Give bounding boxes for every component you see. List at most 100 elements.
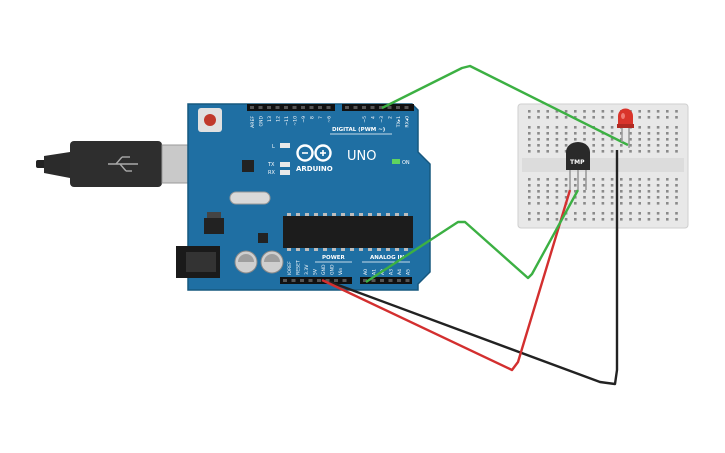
breadboard-hole[interactable] (656, 178, 660, 181)
breadboard-hole[interactable] (574, 178, 577, 181)
breadboard-hole[interactable] (666, 202, 669, 205)
breadboard-hole[interactable] (583, 184, 586, 187)
breadboard-hole[interactable] (601, 184, 605, 187)
breadboard-hole[interactable] (656, 132, 660, 135)
breadboard-hole[interactable] (620, 202, 623, 205)
header-hole[interactable] (342, 279, 347, 282)
breadboard-hole[interactable] (592, 178, 595, 181)
breadboard-hole[interactable] (537, 218, 540, 221)
breadboard-hole[interactable] (656, 184, 660, 187)
breadboard-hole[interactable] (656, 110, 660, 113)
wire-analog-signal[interactable] (365, 189, 580, 284)
breadboard-hole[interactable] (564, 184, 568, 187)
breadboard-hole[interactable] (629, 178, 632, 181)
breadboard-hole[interactable] (601, 190, 605, 193)
header-hole[interactable] (318, 106, 322, 109)
red-led[interactable] (617, 108, 634, 149)
breadboard-hole[interactable] (629, 218, 632, 221)
breadboard-hole[interactable] (638, 218, 641, 221)
breadboard-hole[interactable] (666, 212, 669, 215)
breadboard-hole[interactable] (601, 116, 605, 119)
breadboard-hole[interactable] (638, 184, 641, 187)
breadboard-hole[interactable] (638, 178, 641, 181)
digital-header[interactable] (247, 104, 414, 111)
header-hole[interactable] (309, 106, 314, 109)
header-hole[interactable] (301, 106, 305, 109)
header-hole[interactable] (292, 106, 297, 109)
breadboard-hole[interactable] (675, 196, 678, 199)
breadboard-hole[interactable] (638, 132, 641, 135)
breadboard-hole[interactable] (656, 196, 660, 199)
breadboard-hole[interactable] (638, 190, 641, 193)
breadboard-hole[interactable] (537, 126, 540, 129)
breadboard-hole[interactable] (656, 116, 660, 119)
breadboard-hole[interactable] (656, 190, 660, 193)
breadboard-hole[interactable] (592, 138, 595, 141)
breadboard-hole[interactable] (601, 218, 605, 221)
breadboard-hole[interactable] (629, 132, 632, 135)
breadboard-hole[interactable] (629, 150, 632, 153)
breadboard-hole[interactable] (610, 110, 614, 113)
breadboard-hole[interactable] (583, 110, 586, 113)
breadboard-hole[interactable] (555, 196, 559, 199)
header-hole[interactable] (396, 106, 400, 109)
breadboard-hole[interactable] (666, 218, 669, 221)
breadboard-hole[interactable] (620, 190, 623, 193)
breadboard-hole[interactable] (537, 150, 540, 153)
breadboard-hole[interactable] (610, 144, 614, 147)
breadboard-hole[interactable] (528, 126, 531, 129)
breadboard-hole[interactable] (675, 150, 678, 153)
breadboard-hole[interactable] (528, 138, 531, 141)
breadboard-hole[interactable] (601, 212, 605, 215)
breadboard-hole[interactable] (528, 144, 531, 147)
header-hole[interactable] (291, 279, 296, 282)
breadboard-hole[interactable] (666, 110, 669, 113)
breadboard-hole[interactable] (528, 196, 531, 199)
header-hole[interactable] (363, 279, 367, 282)
breadboard-hole[interactable] (555, 178, 559, 181)
breadboard-hole[interactable] (555, 138, 559, 141)
breadboard-hole[interactable] (610, 218, 614, 221)
breadboard-hole[interactable] (601, 150, 605, 153)
breadboard-hole[interactable] (546, 138, 549, 141)
breadboard-hole[interactable] (666, 190, 669, 193)
breadboard-hole[interactable] (546, 218, 549, 221)
breadboard-hole[interactable] (564, 144, 568, 147)
breadboard-hole[interactable] (610, 116, 614, 119)
breadboard-hole[interactable] (546, 144, 549, 147)
header-hole[interactable] (370, 106, 375, 109)
reset-button[interactable] (198, 108, 222, 132)
breadboard-hole[interactable] (555, 212, 559, 215)
header-hole[interactable] (300, 279, 304, 282)
wire-ground[interactable] (329, 150, 619, 386)
breadboard-hole[interactable] (675, 218, 678, 221)
breadboard-hole[interactable] (528, 202, 531, 205)
breadboard-hole[interactable] (574, 110, 577, 113)
breadboard-hole[interactable] (647, 132, 651, 135)
breadboard-hole[interactable] (537, 110, 540, 113)
breadboard-hole[interactable] (528, 116, 531, 119)
breadboard-hole[interactable] (629, 212, 632, 215)
breadboard-hole[interactable] (583, 190, 586, 193)
breadboard-hole[interactable] (666, 178, 669, 181)
breadboard-hole[interactable] (647, 116, 651, 119)
breadboard-hole[interactable] (583, 218, 586, 221)
header-hole[interactable] (250, 106, 254, 109)
header-hole[interactable] (405, 279, 410, 282)
breadboard-hole[interactable] (629, 190, 632, 193)
breadboard-hole[interactable] (564, 126, 568, 129)
breadboard-hole[interactable] (583, 196, 586, 199)
breadboard-hole[interactable] (666, 132, 669, 135)
breadboard-hole[interactable] (537, 144, 540, 147)
analog-header[interactable] (360, 277, 412, 284)
breadboard-hole[interactable] (675, 144, 678, 147)
breadboard-hole[interactable] (592, 150, 595, 153)
breadboard-hole[interactable] (592, 116, 595, 119)
breadboard-hole[interactable] (656, 144, 660, 147)
breadboard-hole[interactable] (656, 202, 660, 205)
breadboard-hole[interactable] (583, 202, 586, 205)
breadboard-hole[interactable] (555, 126, 559, 129)
breadboard-hole[interactable] (537, 132, 540, 135)
breadboard-hole[interactable] (546, 202, 549, 205)
